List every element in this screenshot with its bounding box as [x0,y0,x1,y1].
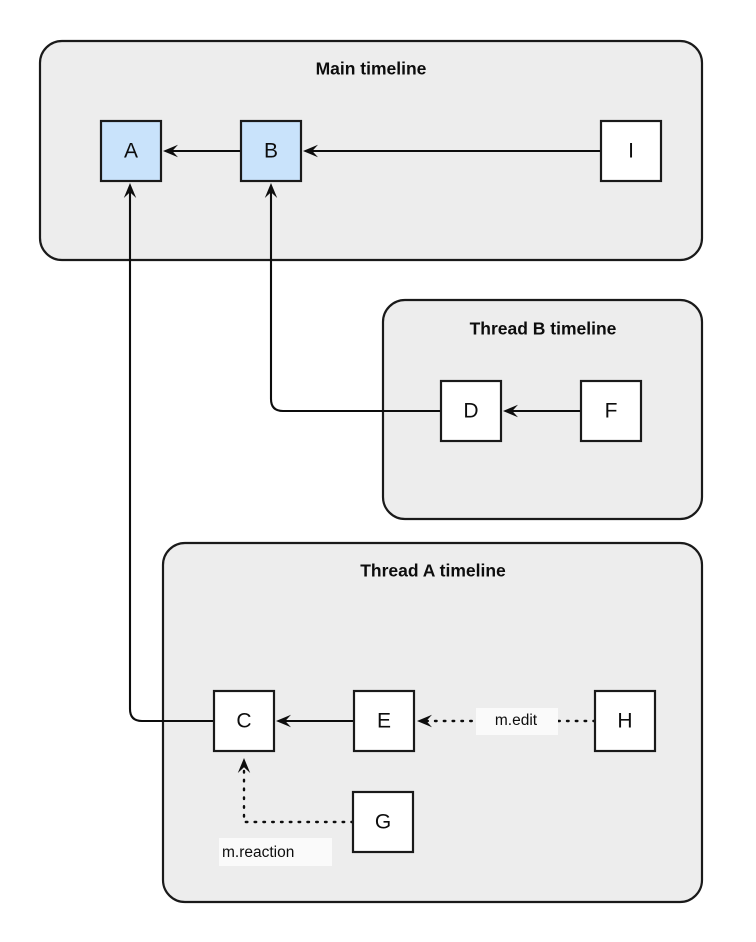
edge-label-text-G-to-C: m.reaction [222,844,294,861]
panel-title-thread-a: Thread A timeline [360,561,506,581]
nodes-layer: A B I D F C E H G [99,119,663,854]
panel-background-thread-b [381,298,704,521]
arrow-head [276,714,291,728]
node-C[interactable]: C [212,689,276,753]
edge-B-to-A [163,144,241,158]
node-label-C: C [236,710,251,733]
arrow-head [303,144,318,158]
node-label-D: D [463,400,478,423]
node-box-F[interactable] [579,379,643,443]
node-box-E[interactable] [352,689,416,753]
node-label-G: G [375,811,391,834]
edge-label-background-G-to-C [219,838,332,866]
edge-line-C-to-A [128,188,214,723]
node-box-I[interactable] [599,119,663,183]
panel-background-thread-a [161,541,704,904]
edge-G-to-C [237,758,355,824]
node-D[interactable]: D [439,379,503,443]
node-box-D[interactable] [439,379,503,443]
arrow-head [417,714,432,728]
node-label-A: A [124,140,138,163]
panel-thread-b: Thread B timeline [381,298,704,521]
node-box-G[interactable] [351,790,415,854]
edge-C-to-A [123,183,214,723]
node-B[interactable]: B [239,119,303,183]
node-label-H: H [617,710,632,733]
node-E[interactable]: E [352,689,416,753]
node-F[interactable]: F [579,379,643,443]
node-I[interactable]: I [599,119,663,183]
node-box-A[interactable] [99,119,163,183]
node-label-I: I [628,140,634,163]
arrow-head [123,183,137,198]
node-box-B[interactable] [239,119,303,183]
node-label-B: B [264,140,278,163]
edge-D-to-B [264,183,441,413]
edge-I-to-B [303,144,601,158]
edge-E-to-C [276,714,354,728]
edge-label-G-to-C: m.reaction [219,838,332,866]
arrow-head [237,758,251,773]
edge-F-to-D [503,404,581,418]
panel-title-thread-b: Thread B timeline [470,319,617,339]
panel-title-main: Main timeline [316,59,427,79]
node-box-H[interactable] [593,689,657,753]
node-label-E: E [377,710,391,733]
edge-label-text-H-to-E: m.edit [495,712,538,729]
edge-label-H-to-E: m.edit [476,708,558,735]
node-A[interactable]: A [99,119,163,183]
node-label-F: F [605,400,618,423]
edge-label-background-H-to-E [476,708,558,735]
panel-thread-a: Thread A timeline [161,541,704,904]
node-H[interactable]: H [593,689,657,753]
edge-line-D-to-B [269,188,441,413]
edge-line-G-to-C [242,761,355,824]
arrow-head [163,144,178,158]
arrow-head [264,183,278,198]
arrow-head [503,404,518,418]
edge-labels-layer: m.edit m.reaction [219,708,558,866]
node-G[interactable]: G [351,790,415,854]
node-box-C[interactable] [212,689,276,753]
